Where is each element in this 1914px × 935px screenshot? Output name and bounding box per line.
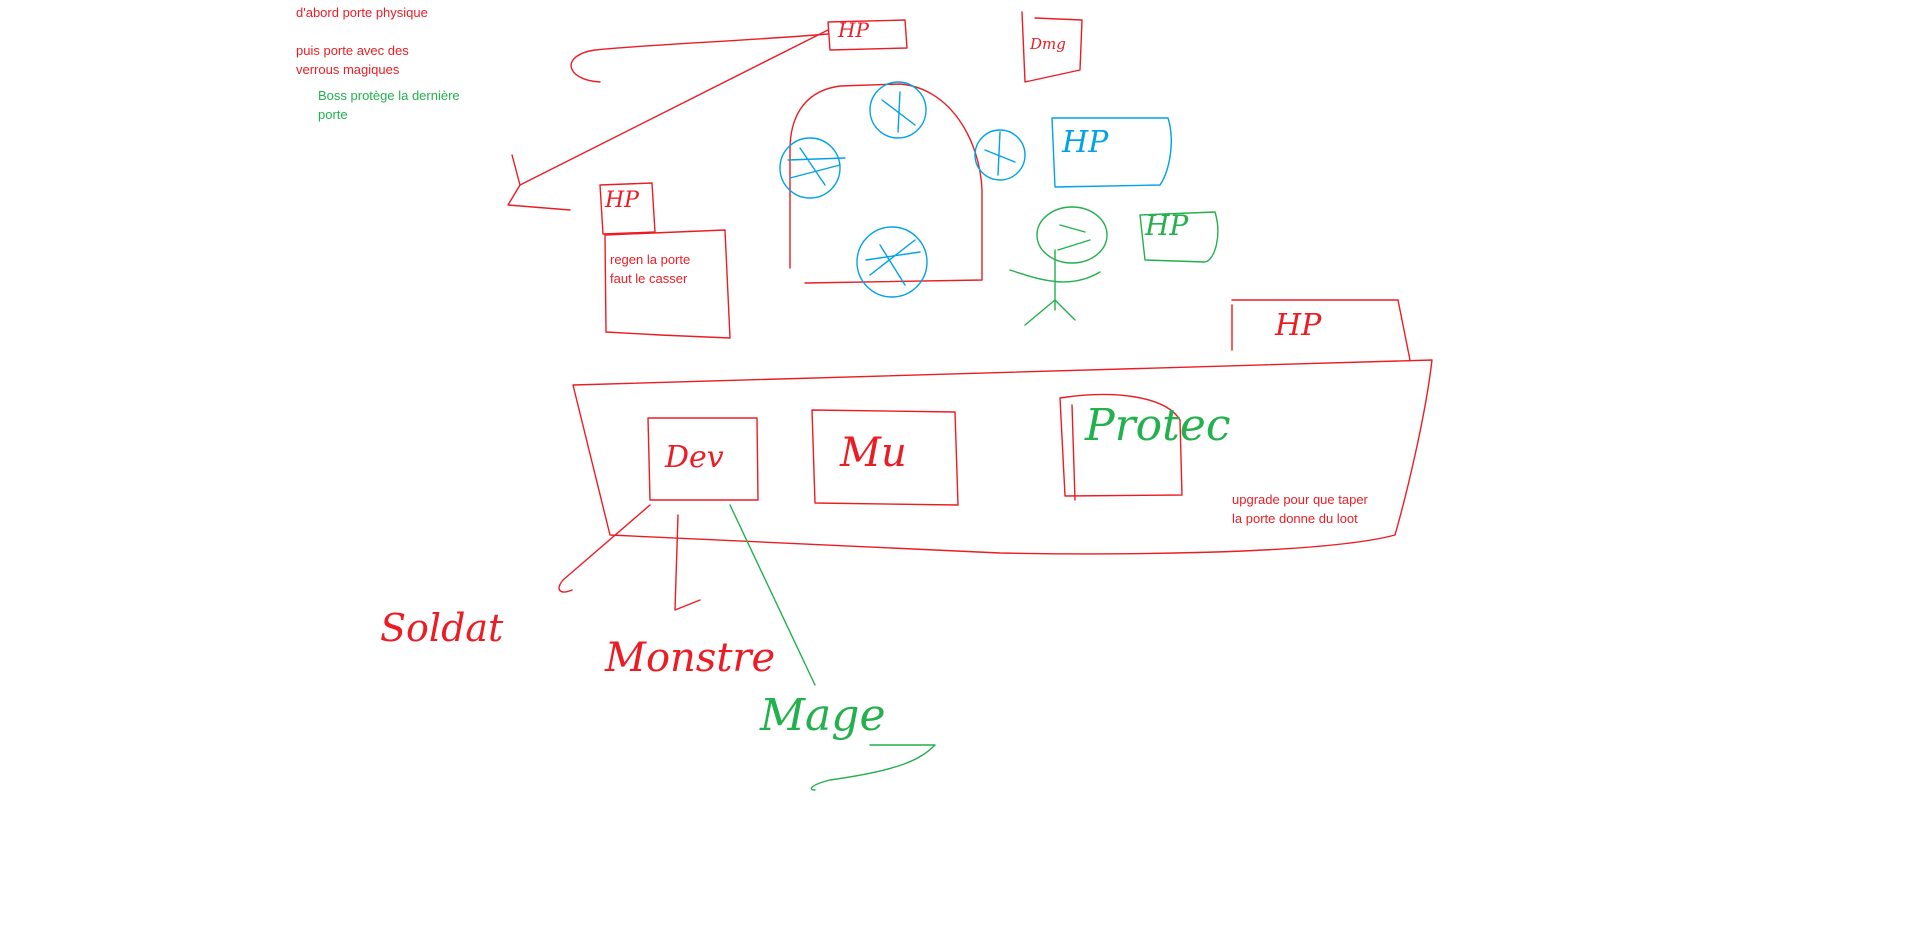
box-mu	[811, 409, 959, 506]
lock-2	[779, 137, 841, 199]
regen-box	[604, 229, 731, 339]
note-regen-line1: regen la porte	[610, 252, 691, 267]
note-upgrade-line1: upgrade pour que taper	[1232, 492, 1368, 507]
label-soldat: Soldat	[380, 606, 504, 650]
branch-mage	[729, 504, 816, 686]
arrow-curve-left	[570, 33, 829, 83]
lock-3	[974, 129, 1026, 181]
hp-left-box	[599, 182, 656, 235]
lock-4	[856, 226, 928, 298]
top-hp-group	[507, 19, 908, 211]
box-dev	[647, 417, 759, 501]
label-hp-right: HP	[1275, 308, 1322, 343]
label-hp-left: HP	[605, 188, 639, 213]
dmg-box	[1021, 11, 1083, 83]
hp-green-box	[1139, 211, 1219, 263]
label-box-mu: Mu	[840, 430, 907, 476]
label-mage: Mage	[760, 690, 886, 741]
hp-right-box	[1231, 299, 1411, 361]
arrow-head-lower	[507, 154, 571, 211]
note-regen-line2: faut le casser	[610, 271, 688, 286]
top-hp-box	[827, 19, 908, 51]
lock-1	[869, 81, 927, 139]
central-door	[789, 83, 983, 284]
inner-boxes	[647, 393, 1183, 506]
label-hp-blue: HP	[1062, 125, 1109, 160]
label-hp-green: HP	[1145, 209, 1189, 242]
note-upgrade-line2: la porte donne du loot	[1232, 511, 1358, 526]
arrow-diagonal	[519, 29, 829, 186]
box-protec	[1059, 393, 1183, 497]
label-hp-top: HP	[838, 18, 869, 42]
regen-group	[599, 182, 731, 339]
label-box-dev: Dev	[665, 440, 724, 475]
magic-locks	[779, 81, 1172, 298]
branch-monstre	[674, 514, 701, 611]
upgrade-container	[572, 359, 1433, 555]
note-boss-line2: porte	[318, 107, 348, 122]
label-monstre: Monstre	[605, 635, 776, 681]
branch-soldat	[558, 504, 651, 593]
note-magic-locks-line1: puis porte avec des	[296, 43, 409, 58]
mage-tail	[810, 744, 936, 791]
hp-blue-box	[1051, 117, 1172, 188]
boss-figure	[1009, 206, 1219, 326]
note-boss-line1: Boss protège la dernière	[318, 88, 460, 103]
label-box-protec: Protec	[1085, 400, 1231, 451]
label-dmg: Dmg	[1030, 35, 1066, 53]
branches	[558, 504, 936, 791]
note-physical-door: d'abord porte physique	[296, 5, 428, 20]
note-magic-locks-line2: verrous magiques	[296, 62, 400, 77]
